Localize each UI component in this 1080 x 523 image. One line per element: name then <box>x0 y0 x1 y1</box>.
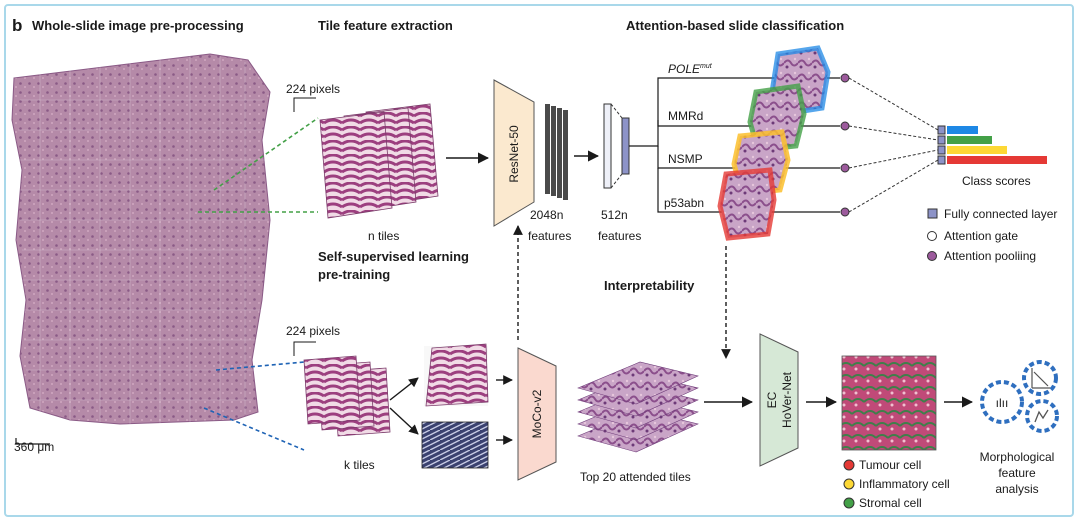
resnet50-label: ResNet-50 <box>507 125 521 183</box>
hovernet-output-tile <box>841 355 937 451</box>
features-512-count: 512n <box>601 208 628 222</box>
class-scores-label: Class scores <box>962 174 1031 188</box>
n-tiles-stack <box>319 103 439 219</box>
fc-block-small <box>621 117 630 175</box>
legend-fc-label: Fully connected layer <box>944 207 1057 221</box>
features-2048-count: 2048n <box>530 208 563 222</box>
scale-bar-label: 360 μm <box>14 440 54 454</box>
attention-pooling-nodes <box>840 73 850 217</box>
morph-label-line3: analysis <box>995 482 1038 496</box>
augmented-view-grayscale <box>421 421 489 469</box>
scale-bar <box>15 438 50 445</box>
moco-v2-block <box>517 347 557 481</box>
features-2048-label: features <box>528 229 571 243</box>
legend-gate-swatch <box>927 231 937 241</box>
stromal-cell-label: Stromal cell <box>859 496 922 510</box>
arrow-augment-bottom <box>389 407 419 435</box>
legend: Fully connected layer Attention gate Att… <box>927 207 1057 263</box>
hovernet-block <box>759 333 799 467</box>
class-label-nsmp: NSMP <box>668 152 703 166</box>
feature-maps-2048 <box>545 104 568 200</box>
morph-label-line2: feature <box>998 466 1036 480</box>
legend-fc-swatch <box>927 208 938 219</box>
morphology-gears-icon: ılıı <box>980 360 1059 433</box>
pooling-to-fc-lines <box>848 77 939 213</box>
wsi-to-ktiles-connector-a <box>215 361 305 371</box>
class-score-bar-p53abn <box>947 156 1047 164</box>
class-label-mmrd: MMRd <box>668 109 703 123</box>
hovernet-label-line2: HoVer-Net <box>780 371 794 428</box>
section-title-interpretability: Interpretability <box>604 278 695 293</box>
whole-slide-image <box>11 53 271 425</box>
legend-pool-label: Attention pooliing <box>944 249 1036 263</box>
morph-label-line1: Morphological <box>980 450 1055 464</box>
section-title-preprocessing: Whole-slide image pre-processing <box>32 18 244 33</box>
class-label-pole: POLEmut <box>668 62 713 76</box>
svg-text:ılıı: ılıı <box>996 396 1009 410</box>
n-tiles-label: n tiles <box>368 229 399 243</box>
wsi-to-ntiles-connector-b <box>213 117 319 191</box>
class-score-bar-polemut <box>947 126 978 134</box>
moco-v2-label: MoCo-v2 <box>530 389 544 438</box>
wsi-to-ktiles-connector-b <box>203 407 305 451</box>
hovernet-label-line1: EC <box>765 391 779 408</box>
fc-projection-lines <box>610 103 623 189</box>
section-title-attention: Attention-based slide classification <box>626 18 844 33</box>
class-label-p53abn: p53abn <box>664 196 704 210</box>
inflammatory-cell-label: Inflammatory cell <box>859 477 950 491</box>
tile-size-label-top: 224 pixels <box>286 82 340 96</box>
attention-map-p53 <box>717 167 777 241</box>
section-title-tile-extraction: Tile feature extraction <box>318 18 453 33</box>
fc-output-nodes <box>937 125 946 165</box>
class-score-bar-mmrd <box>947 136 992 144</box>
top-attended-tiles-stack <box>577 361 699 453</box>
stromal-cell-swatch <box>843 497 855 509</box>
tumour-cell-label: Tumour cell <box>859 458 921 472</box>
features-512-label: features <box>598 229 641 243</box>
legend-pool-swatch <box>927 251 937 261</box>
fc-block-512 <box>603 103 612 189</box>
section-title-ssl-line2: pre-training <box>318 267 390 282</box>
figure-frame <box>4 4 1074 517</box>
tile-size-bracket-top <box>293 97 316 112</box>
augmented-view-color <box>424 343 489 407</box>
class-score-bar-nsmp <box>947 146 1007 154</box>
wsi-tile-grid <box>18 56 268 424</box>
arrow-augment-top <box>389 377 419 401</box>
resnet50-block <box>493 79 535 227</box>
tumour-cell-swatch <box>843 459 855 471</box>
k-tiles-label: k tiles <box>344 458 375 472</box>
tile-size-bracket-bottom <box>293 341 316 356</box>
k-tiles-stack <box>303 355 391 437</box>
cell-legend: Tumour cell Inflammatory cell Stromal ce… <box>843 458 950 510</box>
top-tiles-label: Top 20 attended tiles <box>580 470 691 484</box>
tile-size-label-bottom: 224 pixels <box>286 324 340 338</box>
panel-letter: b <box>12 16 22 35</box>
inflammatory-cell-swatch <box>843 478 855 490</box>
class-scores-chart <box>947 126 1047 164</box>
section-title-ssl-line1: Self-supervised learning <box>318 249 469 264</box>
legend-gate-label: Attention gate <box>944 229 1018 243</box>
